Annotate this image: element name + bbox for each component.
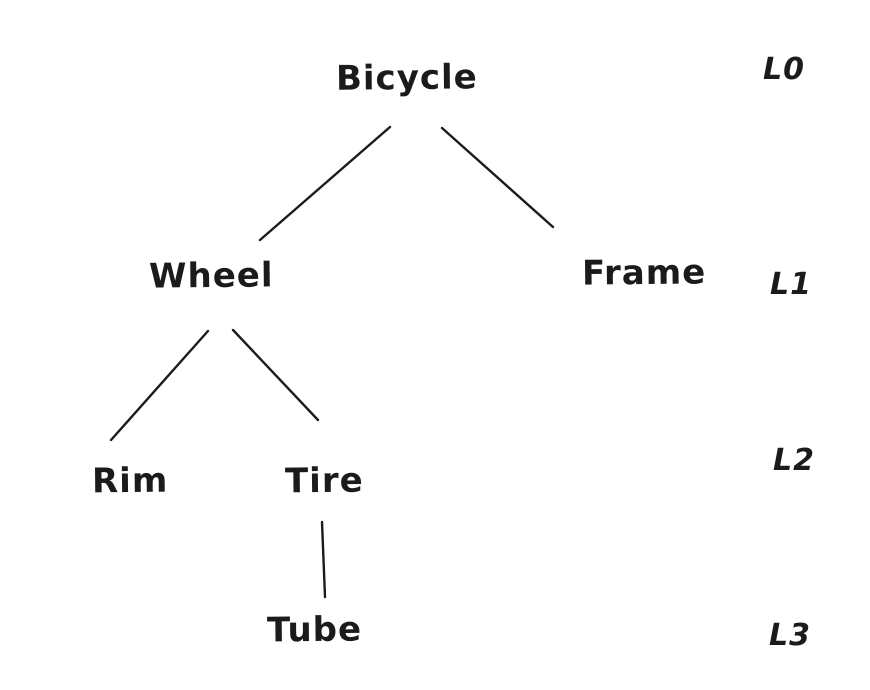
edge-wheel-tire — [231, 328, 320, 422]
edge-wheel-rim — [109, 329, 210, 442]
tree-node-rim: Rim — [91, 460, 169, 502]
tree-node-tire: Tire — [284, 460, 364, 502]
level-label-l1: L1 — [770, 267, 812, 302]
level-label-l3: L3 — [769, 618, 811, 653]
edge-tire-tube — [320, 520, 327, 599]
edge-bicycle-wheel — [258, 125, 392, 242]
edge-bicycle-frame — [440, 126, 555, 229]
tree-node-wheel: Wheel — [148, 255, 274, 297]
tree-node-frame: Frame — [581, 252, 707, 294]
level-label-l0: L0 — [763, 52, 805, 87]
level-label-l2: L2 — [773, 443, 815, 478]
tree-node-bicycle: Bicycle — [335, 57, 478, 99]
tree-node-tube: Tube — [266, 609, 363, 651]
